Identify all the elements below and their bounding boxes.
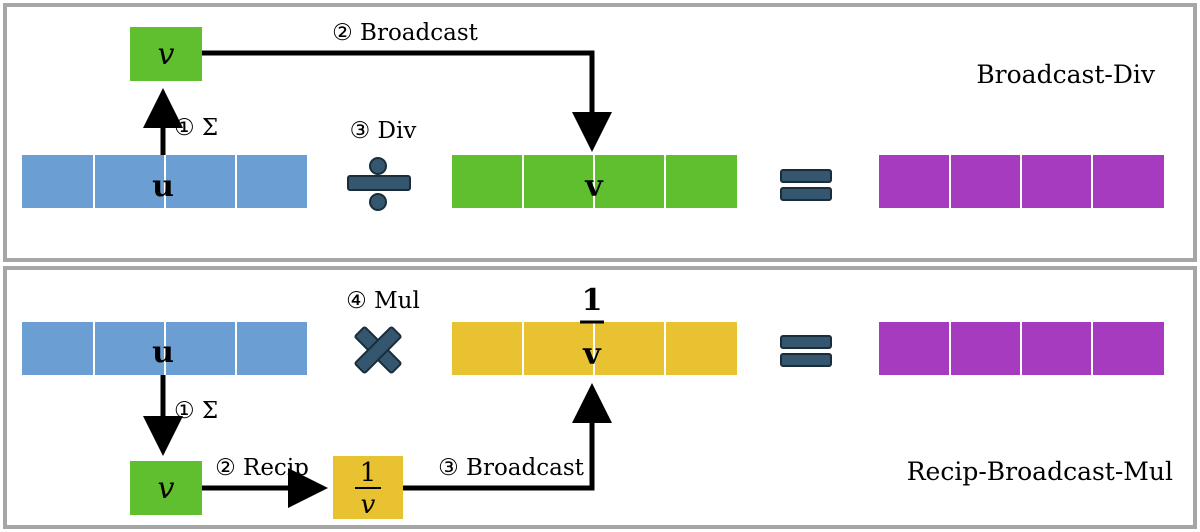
- top-reduced-box: [130, 27, 202, 81]
- top-reduced-label: v: [158, 37, 175, 72]
- recip-denominator: v: [361, 490, 376, 520]
- bottom-reduced-label: v: [158, 471, 175, 506]
- bottom-step-broadcast: ③ Broadcast: [438, 455, 585, 481]
- top-output-vector: [879, 155, 1164, 208]
- recip-numerator: 1: [360, 458, 377, 488]
- top-broadcast-vector-v: v: [452, 155, 737, 208]
- top-input-vector-u: u: [22, 155, 307, 208]
- bottom-step-mul: ④ Mul: [346, 288, 420, 314]
- top-step-sum: ① Σ: [174, 115, 218, 141]
- top-equals-icon: [780, 169, 832, 201]
- divide-operator-icon: [347, 157, 411, 211]
- top-input-label: u: [152, 169, 174, 204]
- top-reduced-v: v: [130, 27, 202, 81]
- multiply-operator-icon: [354, 326, 402, 374]
- bottom-output-vector: [879, 322, 1164, 375]
- bottom-step-recip: ② Recip: [215, 455, 309, 481]
- top-panel-title: Broadcast-Div: [976, 60, 1156, 89]
- bottom-broadcast-vector-recip: 1 v: [452, 283, 737, 375]
- bottom-input-label: u: [152, 335, 174, 370]
- bottom-recip-box: 1 v: [333, 456, 403, 520]
- bottom-panel-title: Recip-Broadcast-Mul: [907, 457, 1173, 486]
- bottom-input-vector-u: u: [22, 322, 307, 375]
- bottom-reduced-v: v: [130, 461, 202, 515]
- top-broadcast-arrow: [202, 50, 612, 152]
- broadcast-denominator: v: [582, 337, 602, 372]
- bottom-panel: u ① Σ v ② Recip 1 v ③ Broadcast ④ Mul: [3, 266, 1197, 529]
- top-step-broadcast: ② Broadcast: [332, 20, 479, 46]
- broadcast-numerator: 1: [582, 283, 603, 318]
- bottom-broadcast-arrow: [403, 383, 612, 491]
- bottom-equals-icon: [780, 335, 832, 367]
- top-panel: u v ① Σ ② Broadcast ③ Div v: [3, 3, 1197, 262]
- top-broadcast-label: v: [584, 169, 604, 204]
- top-step-div: ③ Div: [350, 118, 417, 144]
- bottom-step-sum: ① Σ: [174, 398, 218, 424]
